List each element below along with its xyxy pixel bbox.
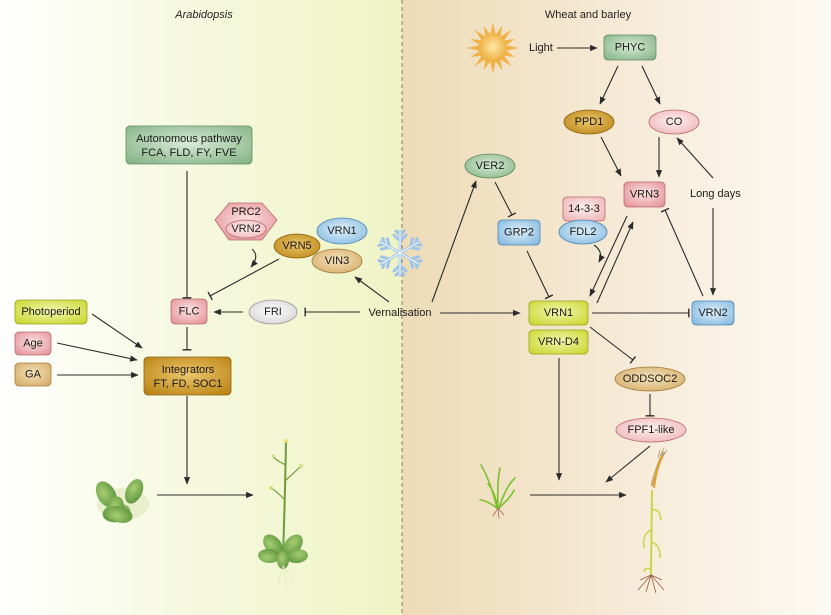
node-fri[interactable]: FRI: [248, 299, 298, 325]
node-co[interactable]: CO: [648, 109, 700, 135]
edge-fpf1-flowering: [605, 445, 651, 483]
ga-label: GA: [25, 369, 42, 381]
snowflake-icon: [376, 229, 424, 277]
node-vrn-d4[interactable]: VRN-D4: [528, 329, 589, 355]
edge-age-integrators: [56, 342, 138, 362]
flc-label: FLC: [179, 306, 200, 318]
edge-grp2-vrn1: [526, 250, 554, 300]
vrn5-label: VRN5: [282, 240, 311, 252]
node-oddsoc2[interactable]: ODDSOC2: [614, 366, 686, 392]
vrn3-label: VRN3: [630, 189, 659, 201]
edge-vrn3-vrn1: [589, 215, 628, 297]
mature-wheat-icon: [637, 447, 668, 594]
co-label: CO: [666, 116, 683, 128]
seedling-icon: [479, 464, 516, 519]
autonomous-line2: FCA, FLD, FY, FVE: [141, 147, 236, 159]
oddsoc2-label: ODDSOC2: [623, 373, 677, 385]
node-autonomous-pathway[interactable]: Autonomous pathway FCA, FLD, FY, FVE: [125, 125, 253, 165]
photoperiod-label: Photoperiod: [21, 306, 80, 318]
node-vrn1-left[interactable]: VRN1: [316, 217, 368, 245]
vin3-label: VIN3: [325, 255, 349, 267]
node-ga[interactable]: GA: [14, 362, 52, 387]
vrn2-right-label: VRN2: [698, 307, 727, 319]
node-14-3-3[interactable]: 14-3-3: [562, 196, 606, 222]
node-vrn2-right[interactable]: VRN2: [691, 300, 735, 326]
edge-vrn1-vrn3: [596, 221, 634, 304]
grp2-label: GRP2: [504, 227, 534, 239]
node-vrn2-left[interactable]: VRN2: [225, 219, 267, 239]
edge-fdl2-vrn1: [593, 244, 605, 263]
sun-icon: [467, 22, 519, 74]
node-grp2[interactable]: GRP2: [497, 219, 541, 246]
edge-vernalisation-ver2: [431, 180, 477, 303]
node-vrn1-right[interactable]: VRN1: [528, 300, 589, 326]
node-vrn3[interactable]: VRN3: [623, 181, 666, 208]
vrn2-left-label: VRN2: [231, 223, 260, 235]
node-ppd1[interactable]: PPD1: [563, 109, 615, 135]
node-vin3[interactable]: VIN3: [311, 248, 363, 274]
wheat-barley-title: Wheat and barley: [545, 9, 632, 21]
autonomous-line1: Autonomous pathway: [136, 133, 242, 145]
node-vrn5[interactable]: VRN5: [273, 233, 321, 259]
integrators-line2: FT, FD, SOC1: [153, 378, 222, 390]
node-age[interactable]: Age: [14, 331, 52, 356]
arabidopsis-title: Arabidopsis: [174, 9, 233, 21]
prc2-label: PRC2: [231, 206, 260, 218]
light-label: Light: [529, 42, 553, 54]
vrn1-left-label: VRN1: [327, 225, 356, 237]
edges-left: [56, 171, 390, 499]
edge-photoperiod-integrators: [91, 313, 143, 349]
fri-label: FRI: [264, 306, 282, 318]
node-fdl2[interactable]: FDL2: [558, 219, 608, 245]
ver2-label: VER2: [476, 160, 505, 172]
edge-longdays-co: [676, 137, 714, 179]
edge-phyc-co: [641, 65, 661, 105]
phyc-label: PHYC: [615, 42, 646, 54]
fpf1-label: FPF1-like: [627, 424, 674, 436]
edge-vernalisation-vin3: [354, 276, 390, 303]
14-3-3-label: 14-3-3: [568, 203, 600, 215]
edges-right: [431, 44, 717, 499]
node-integrators[interactable]: Integrators FT, FD, SOC1: [143, 356, 232, 396]
long-days-label: Long days: [690, 188, 741, 200]
edge-prc2-vrn5: [250, 248, 258, 268]
node-photoperiod[interactable]: Photoperiod: [14, 299, 88, 325]
node-phyc[interactable]: PHYC: [603, 34, 657, 61]
edge-phyc-ppd1: [599, 65, 619, 105]
fdl2-label: FDL2: [570, 226, 597, 238]
integrators-line1: Integrators: [162, 364, 215, 376]
edge-vrn5-flc: [207, 258, 280, 301]
rosette-plant-icon: [95, 479, 149, 523]
age-label: Age: [23, 338, 43, 350]
node-fpf1-like[interactable]: FPF1-like: [615, 417, 687, 443]
edge-vrn1-oddsoc2: [589, 326, 637, 364]
node-ver2[interactable]: VER2: [464, 153, 516, 179]
vernalisation-label: Vernalisation: [369, 307, 432, 319]
flowering-plant-icon: [258, 439, 308, 589]
edge-ppd1-vrn3: [600, 136, 622, 177]
ppd1-label: PPD1: [575, 116, 604, 128]
node-flc[interactable]: FLC: [170, 298, 208, 325]
wheat-barley-panel-background: [402, 0, 831, 615]
vrn-d4-label: VRN-D4: [538, 336, 579, 348]
vrn1-right-label: VRN1: [544, 307, 573, 319]
edge-ver2-grp2: [494, 181, 517, 218]
edge-vrn2-vrn3: [660, 207, 704, 297]
